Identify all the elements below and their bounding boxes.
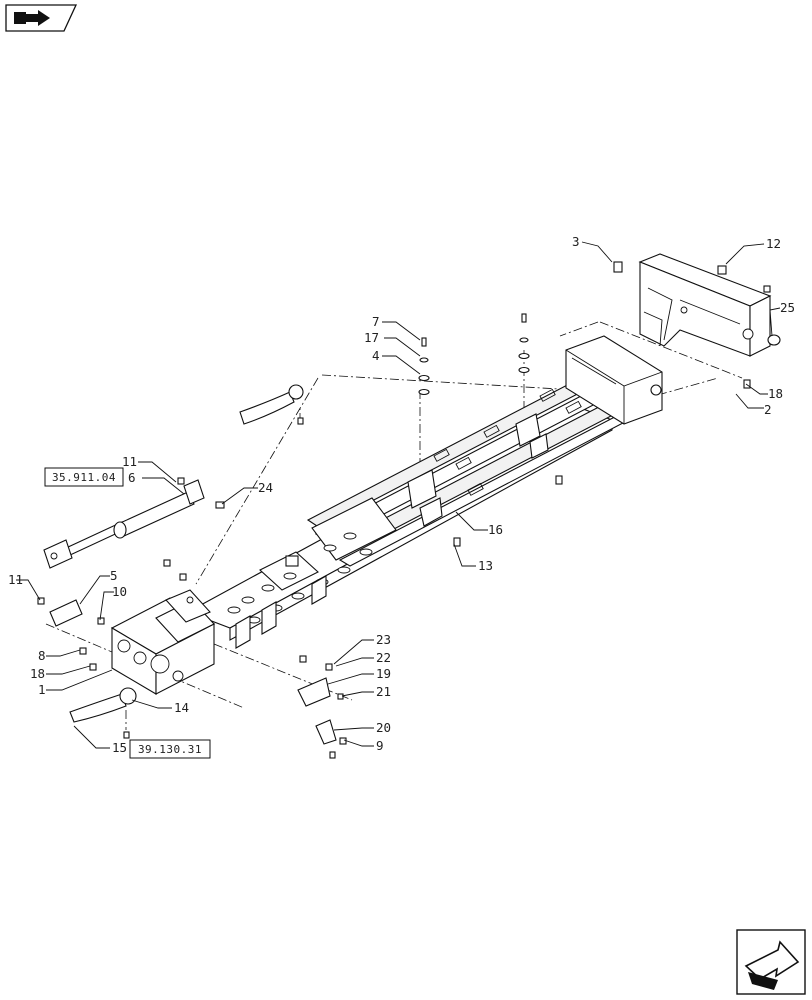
callout-11-left: 11	[8, 572, 23, 587]
callout-25: 25	[780, 300, 795, 315]
callout-21: 21	[376, 684, 391, 699]
callout-19: 19	[376, 666, 391, 681]
callout-10: 10	[112, 584, 127, 599]
callout-7: 7	[372, 314, 380, 329]
front-block	[110, 589, 216, 695]
leader-lines	[16, 241, 781, 749]
rear-housing	[638, 253, 781, 357]
callout-11-top: 11	[122, 454, 137, 469]
reference-label-top: 35.911.04	[52, 471, 116, 484]
callout-18-left: 18	[30, 666, 45, 681]
previous-page-icon	[14, 10, 50, 26]
callout-9: 9	[376, 738, 384, 753]
callout-2: 2	[764, 402, 772, 417]
previous-page-button[interactable]	[5, 4, 78, 32]
callout-23: 23	[376, 632, 391, 647]
callout-8: 8	[38, 648, 46, 663]
callout-5: 5	[110, 568, 118, 583]
callout-18-right: 18	[768, 386, 783, 401]
callout-22: 22	[376, 650, 391, 665]
callout-3: 3	[572, 234, 580, 249]
callout-6: 6	[128, 470, 136, 485]
reference-box-top[interactable]: 35.911.04	[44, 467, 124, 487]
hardware	[37, 261, 771, 759]
callout-15: 15	[112, 740, 127, 755]
next-page-icon	[744, 940, 800, 990]
next-page-button[interactable]	[736, 929, 806, 995]
callout-12: 12	[766, 236, 781, 251]
callout-20: 20	[376, 720, 391, 735]
callout-4: 4	[372, 348, 380, 363]
callout-13: 13	[478, 558, 493, 573]
main-boom-assembly	[186, 335, 663, 649]
callout-14: 14	[174, 700, 189, 715]
hydraulic-cylinder	[43, 479, 205, 569]
callout-16: 16	[488, 522, 503, 537]
callout-24: 24	[258, 480, 273, 495]
hoses	[69, 384, 304, 723]
reference-box-bottom[interactable]: 39.130.31	[129, 739, 211, 759]
callout-labels: 3 12 25 18 2 7 17 4 16 13 11 6 24 11 5 1…	[8, 234, 795, 755]
callout-17: 17	[364, 330, 379, 345]
callout-1: 1	[38, 682, 46, 697]
reference-label-bottom: 39.130.31	[138, 743, 202, 756]
